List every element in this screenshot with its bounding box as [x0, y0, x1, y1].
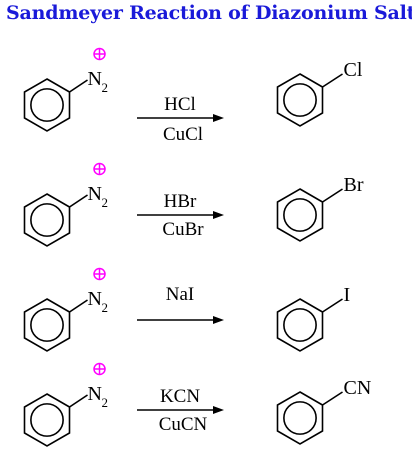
- substituent-label: CN: [344, 377, 372, 399]
- aromatic-circle: [283, 308, 317, 342]
- aromatic-circle: [30, 403, 64, 437]
- benzene-ring: [23, 393, 71, 447]
- nitrogen-subscript: 2: [102, 80, 109, 95]
- product-molecule: Br: [276, 174, 364, 242]
- benzene-ring: [23, 193, 71, 247]
- product-molecule: Cl: [276, 59, 363, 127]
- bond-line: [69, 394, 88, 408]
- reaction-arrow: [137, 316, 224, 324]
- aromatic-circle: [283, 198, 317, 232]
- reagent-top: HBr: [164, 191, 197, 212]
- bond-line: [69, 299, 88, 313]
- reagent-bottom: CuCN: [159, 414, 208, 435]
- nitrogen-label: N: [88, 383, 102, 405]
- nitrogen-label: N: [88, 183, 102, 205]
- nitrogen-label: N: [88, 68, 102, 90]
- aromatic-circle: [30, 308, 64, 342]
- benzene-ring: [23, 78, 71, 132]
- positive-charge-icon: [93, 47, 106, 61]
- bond-line: [69, 79, 88, 93]
- positive-charge-icon: [93, 362, 106, 376]
- nitrogen-label: N: [88, 288, 102, 310]
- reagent-bottom: CuBr: [162, 219, 204, 240]
- diagram-title: Sandmeyer Reaction of Diazonium Salts: [6, 2, 412, 24]
- nitrogen-subscript: 2: [102, 300, 109, 315]
- benzene-ring: [23, 298, 71, 352]
- substituent-label: Cl: [344, 59, 363, 81]
- positive-charge-icon: [93, 162, 106, 176]
- nitrogen-subscript: 2: [102, 195, 109, 210]
- substituent-label: Br: [344, 174, 364, 196]
- benzene-ring: [276, 298, 324, 352]
- bond-line: [322, 73, 343, 88]
- bond-line: [322, 391, 343, 406]
- reagent-top: KCN: [160, 386, 200, 407]
- reaction-arrow: [137, 114, 224, 122]
- bond-line: [322, 188, 343, 203]
- aromatic-circle: [30, 88, 64, 122]
- product-molecule: I: [276, 284, 351, 352]
- substituent-label: I: [344, 284, 351, 306]
- benzene-ring: [276, 391, 324, 445]
- bond-line: [69, 194, 88, 208]
- reagent-bottom: CuCl: [163, 124, 203, 145]
- benzene-ring: [276, 188, 324, 242]
- nitrogen-subscript: 2: [102, 395, 109, 410]
- reagent-top: NaI: [166, 284, 194, 305]
- benzene-ring: [276, 73, 324, 127]
- reagent-top: HCl: [164, 94, 196, 115]
- positive-charge-icon: [93, 267, 106, 281]
- bond-line: [322, 298, 343, 313]
- product-molecule: CN: [276, 377, 372, 445]
- aromatic-circle: [30, 203, 64, 237]
- aromatic-circle: [283, 83, 317, 117]
- reaction-arrow: [137, 406, 224, 414]
- aromatic-circle: [283, 401, 317, 435]
- reaction-arrow: [137, 211, 224, 219]
